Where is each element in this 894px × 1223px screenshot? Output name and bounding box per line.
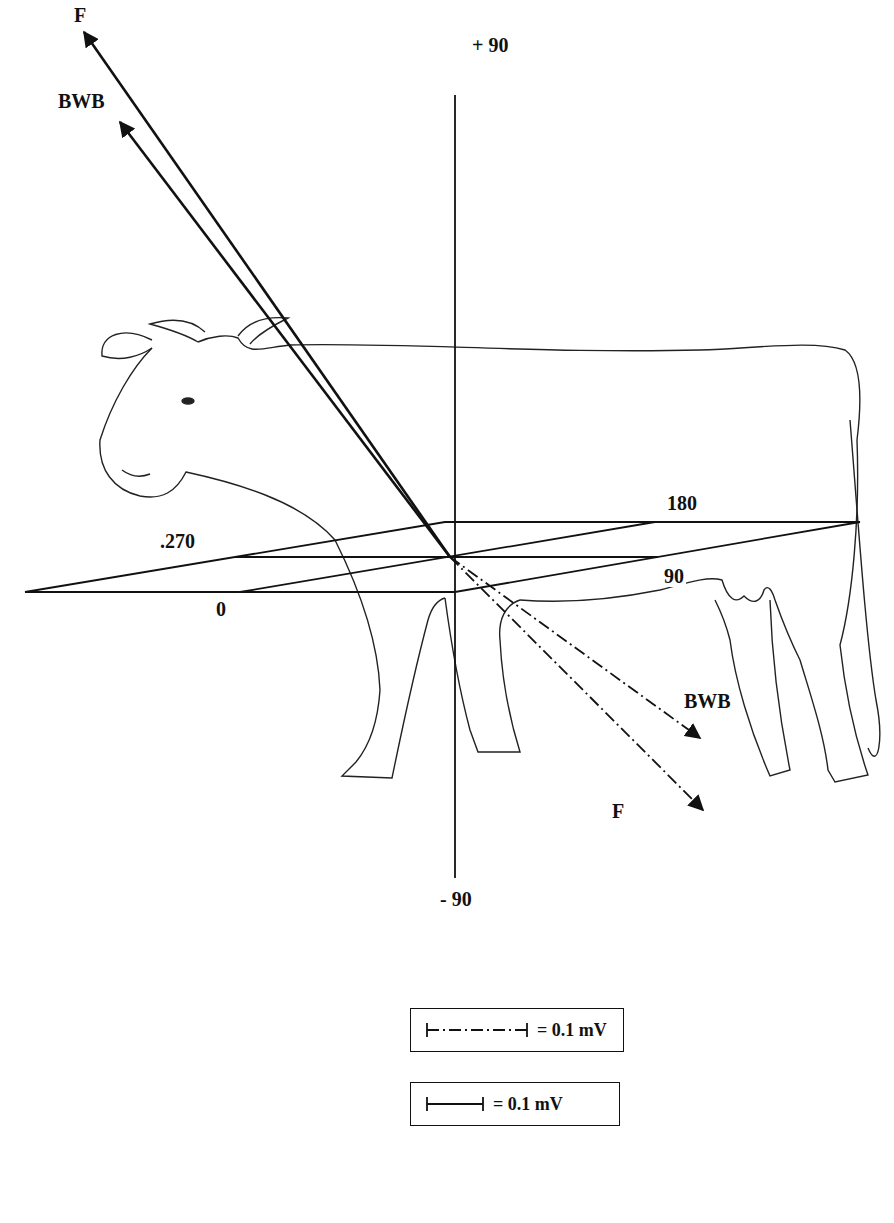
cow-hind-leg — [715, 600, 790, 776]
cow-head — [100, 348, 335, 540]
angle-label: 0 — [214, 598, 228, 620]
angle-label: .270 — [158, 530, 197, 552]
cow-tail — [850, 420, 880, 756]
legend-text: = 0.1 mV — [537, 1020, 607, 1041]
vector-arrow-dashed — [450, 557, 700, 738]
scale-bar — [427, 1103, 483, 1105]
cow-front-leg — [335, 540, 445, 778]
scale-bar-tick — [426, 1097, 428, 1111]
legend-box: = 0.1 mV — [410, 1082, 620, 1126]
angle-label: 180 — [665, 492, 699, 514]
vector-arrow — [120, 122, 450, 557]
axis-label: + 90 — [470, 34, 510, 56]
vector-label: F — [72, 4, 88, 26]
legend-text: = 0.1 mV — [493, 1094, 563, 1115]
vector-arrow-dashed — [450, 557, 703, 810]
cow-horn — [238, 318, 288, 344]
cow-back — [290, 345, 860, 440]
vector-label: F — [610, 800, 626, 822]
cow-eye — [182, 398, 194, 404]
scale-bar — [427, 1029, 527, 1031]
angle-label: 90 — [662, 565, 686, 587]
plane-axis — [240, 522, 655, 592]
legend-box: = 0.1 mV — [410, 1008, 624, 1052]
axis-label: - 90 — [438, 888, 474, 910]
scale-bar-tick — [482, 1097, 484, 1111]
cow-muzzle — [122, 470, 150, 476]
vector-arrow — [84, 32, 450, 557]
vector-label: BWB — [56, 90, 107, 112]
horizontal-plane — [25, 522, 860, 592]
cow-hind-leg — [775, 440, 868, 782]
scale-bar-tick — [426, 1023, 428, 1037]
vertical-axis — [454, 95, 456, 878]
cow-front-leg — [445, 598, 520, 752]
vectors — [84, 32, 703, 810]
cow-belly — [520, 579, 775, 602]
cow-ear — [102, 333, 152, 358]
cow-head — [198, 336, 290, 349]
vector-label: BWB — [682, 690, 733, 712]
cow-horn — [150, 320, 205, 342]
reference-frame — [25, 95, 860, 878]
legend-sample — [425, 1020, 529, 1040]
cow-outline — [100, 318, 880, 782]
legend-sample — [425, 1094, 485, 1114]
scale-bar-tick — [526, 1023, 528, 1037]
